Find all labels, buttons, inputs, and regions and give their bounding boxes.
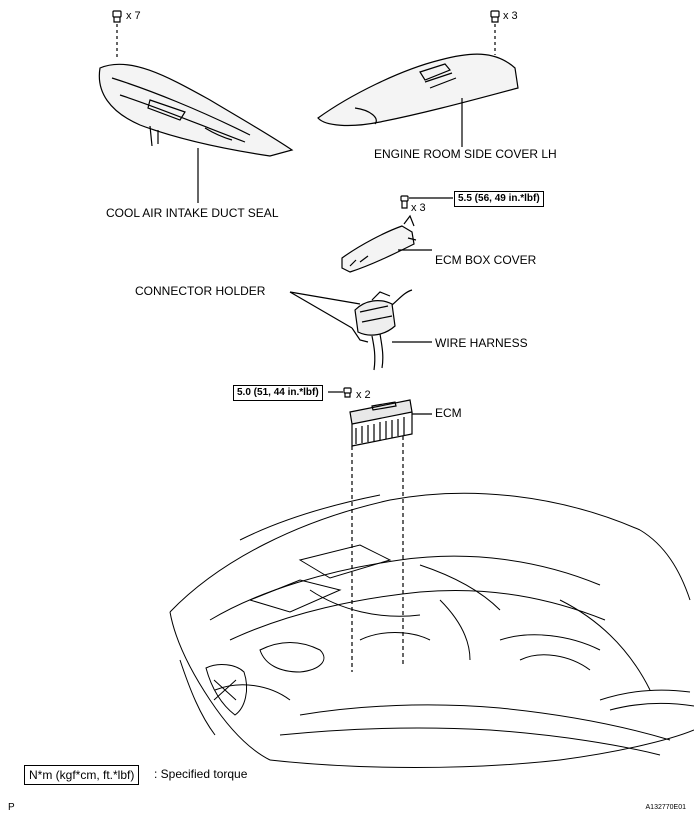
cool-air-intake-duct-seal-part xyxy=(98,63,294,157)
ecm-torque: 5.0 (51, 44 in.*lbf) xyxy=(233,385,323,401)
ecm-box-cover-torque: 5.5 (56, 49 in.*lbf) xyxy=(454,191,544,207)
ecm-label: ECM xyxy=(435,406,462,420)
ecm-box-cover-part xyxy=(341,214,417,273)
connector-holder-label: CONNECTOR HOLDER xyxy=(135,284,266,298)
side-cover-label: ENGINE ROOM SIDE COVER LH xyxy=(374,147,557,161)
torque-legend-description: : Specified torque xyxy=(154,767,248,781)
ecm-box-cover-label: ECM BOX COVER xyxy=(435,253,537,267)
duct-seal-label: COOL AIR INTAKE DUCT SEAL xyxy=(106,206,279,220)
connector-holder-leader-1 xyxy=(289,291,361,305)
footer-right-code: A132770E01 xyxy=(645,804,686,811)
duct-seal-clip-icon xyxy=(112,10,122,23)
wire-harness-label: WIRE HARNESS xyxy=(435,336,528,350)
ecm-box-cover-bolt-count: x 3 xyxy=(411,202,426,214)
side-cover-clip-icon xyxy=(490,10,500,23)
duct-seal-clip-count: x 7 xyxy=(126,10,141,22)
connector-holder-leader-2 xyxy=(289,291,353,329)
ecm-part xyxy=(349,399,413,447)
ecm-bolt-icon xyxy=(343,387,352,398)
torque-unit-legend-box: N*m (kgf*cm, ft.*lbf) xyxy=(24,765,140,785)
ecm-bolt-count: x 2 xyxy=(356,389,371,401)
side-cover-clip-count: x 3 xyxy=(503,10,518,22)
ecm-box-cover-bolt-icon xyxy=(400,195,409,209)
connector-holder-wire-harness-part xyxy=(351,289,413,371)
footer-left-code: P xyxy=(8,802,15,813)
vehicle-engine-bay-drawing xyxy=(169,492,694,768)
engine-room-side-cover-part xyxy=(317,53,519,127)
